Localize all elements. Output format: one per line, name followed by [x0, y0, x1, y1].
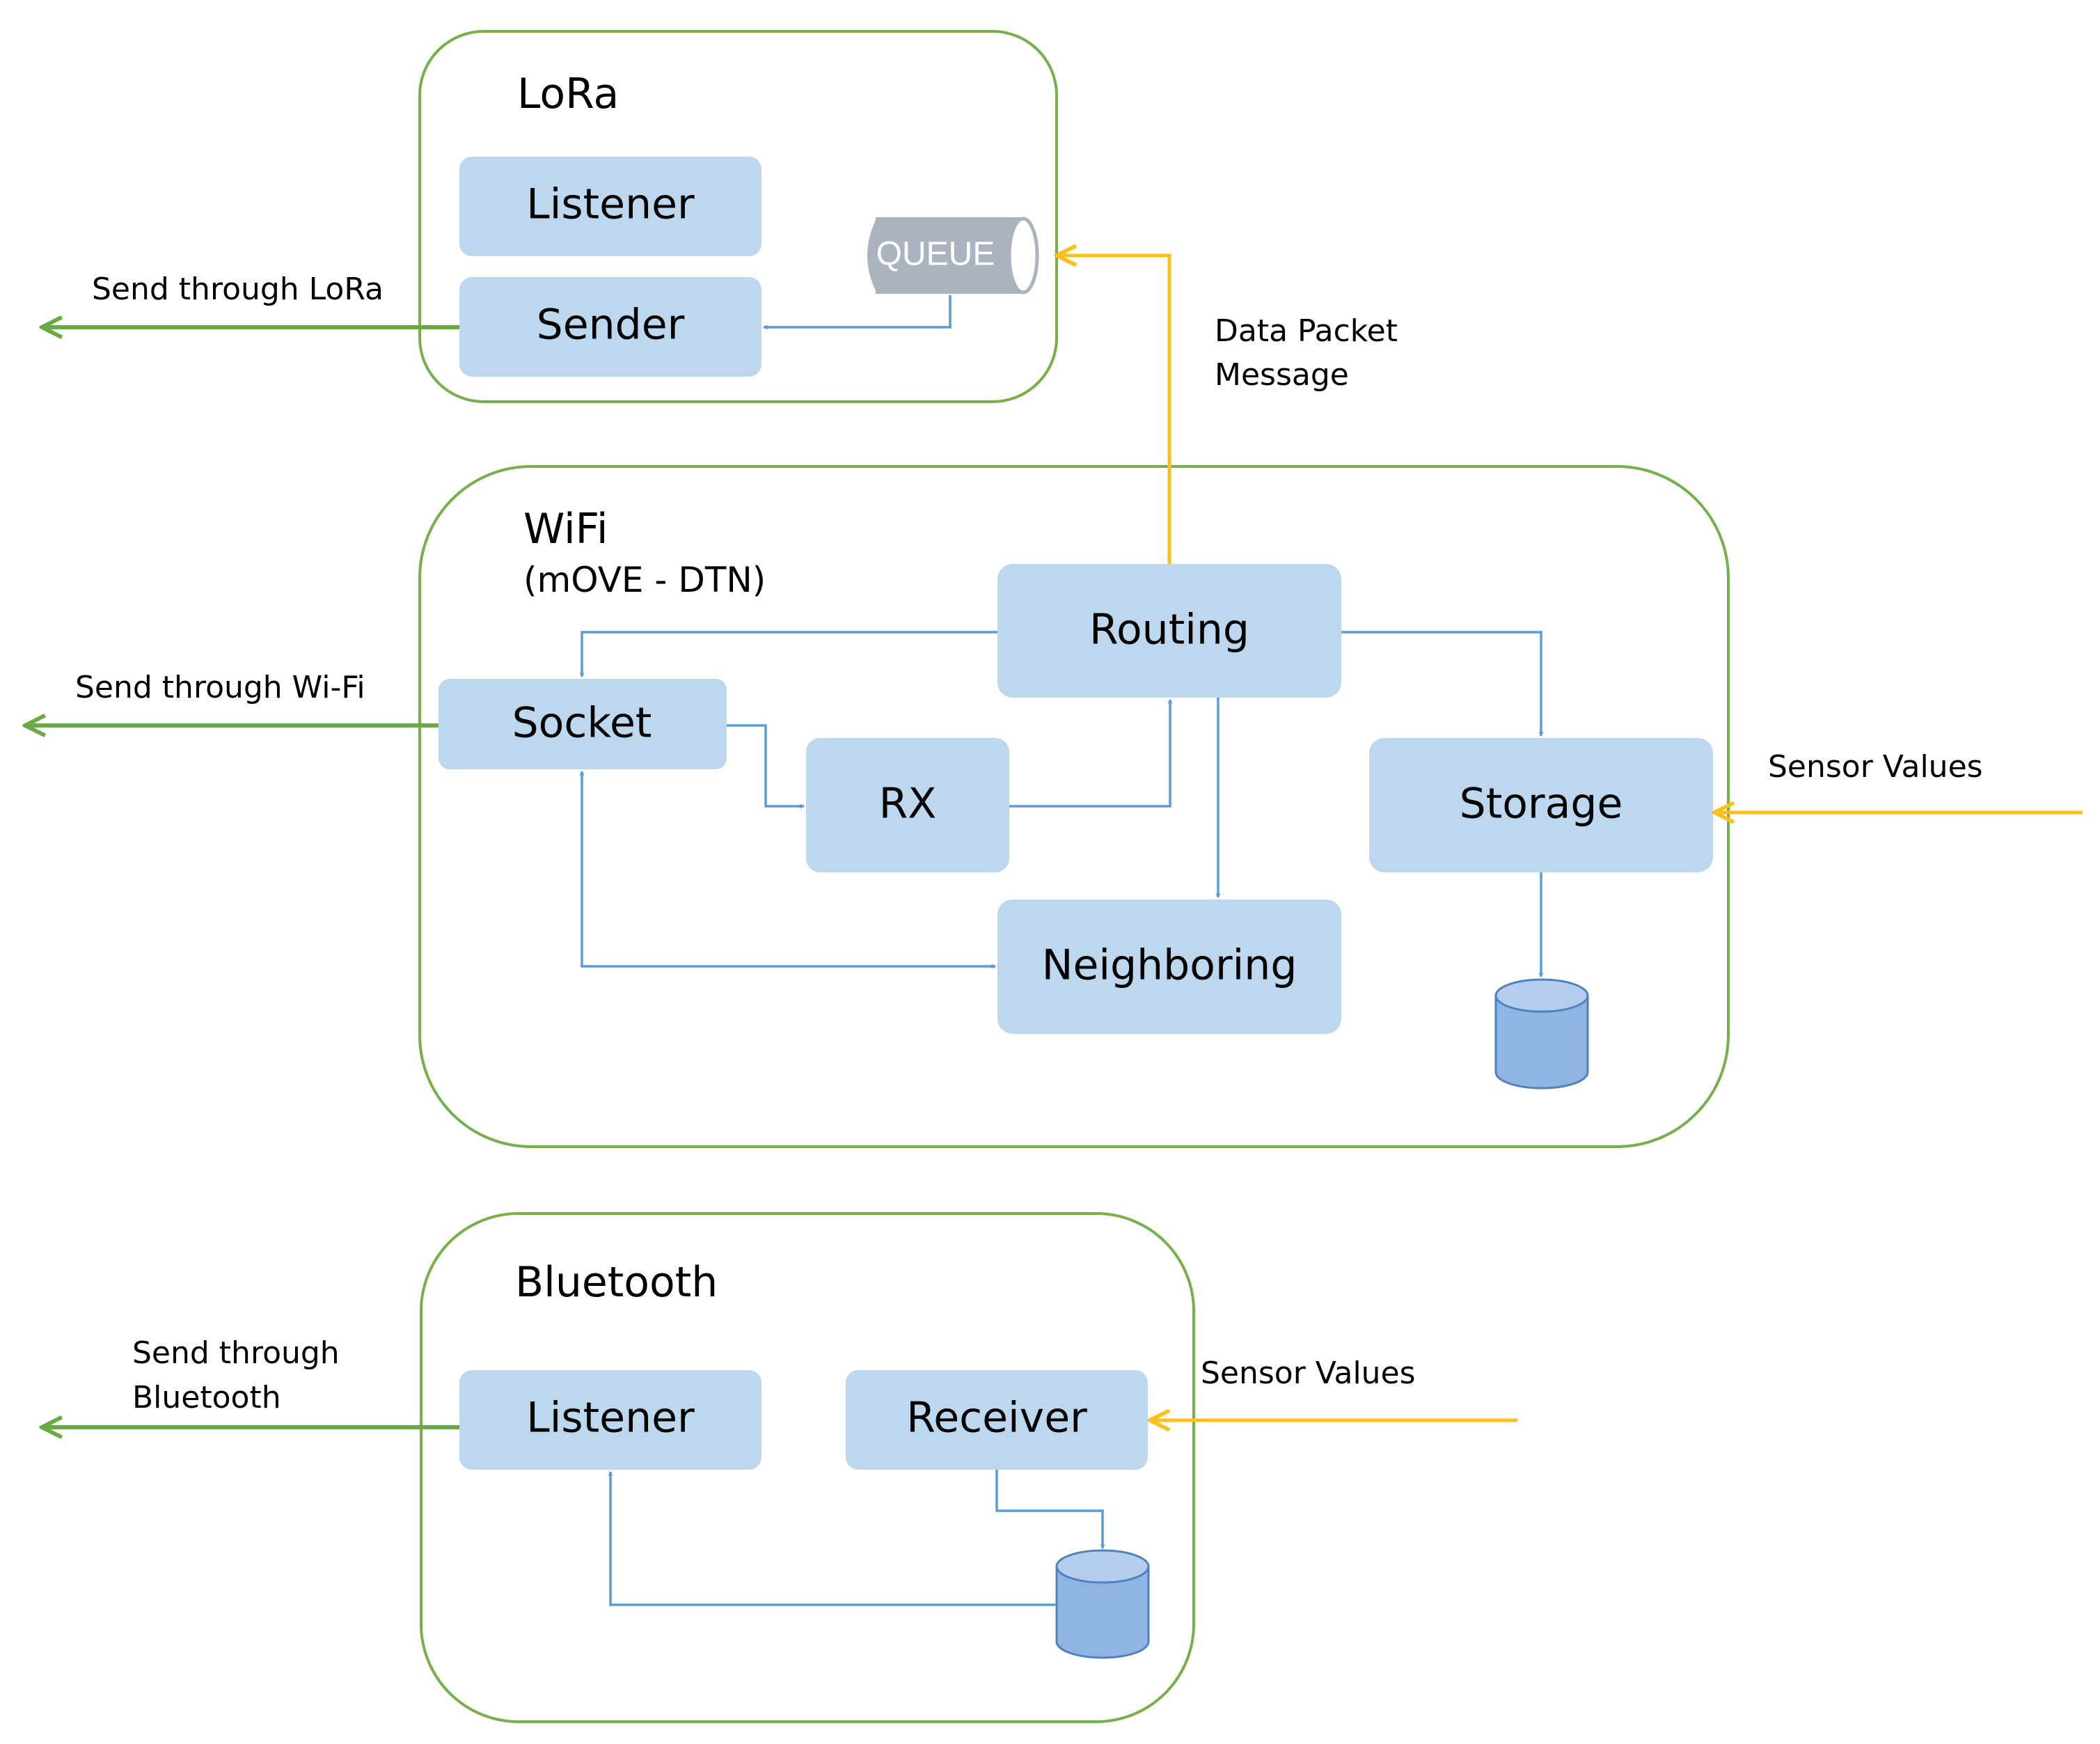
lora-group: LoRa Listener Sender QUEUE: [418, 30, 1058, 403]
queue-to-sender-arrow: [764, 295, 952, 327]
data-packet-label-line1: Data Packet: [1215, 313, 1398, 349]
bluetooth-listener-label: Listener: [526, 1394, 695, 1443]
lora-title: LoRa: [517, 70, 619, 118]
socket-box[interactable]: [439, 679, 727, 769]
receiver-to-database-arrow: [995, 1470, 1103, 1548]
wifi-subtitle: (mOVE - DTN): [523, 560, 766, 600]
database-to-listener-arrow: [610, 1472, 1057, 1606]
lora-listener-label: Listener: [526, 180, 695, 229]
bluetooth-group-box: [420, 1212, 1195, 1723]
routing-label: Routing: [1089, 606, 1249, 654]
routing-box[interactable]: [997, 564, 1341, 698]
routing-to-storage-arrow: [1341, 631, 1541, 736]
wifi-group: WiFi (mOVE - DTN) Routing Socket RX Stor…: [418, 465, 1730, 1148]
lora-sender-label: Sender: [537, 301, 685, 349]
bluetooth-listener-box[interactable]: [459, 1370, 761, 1470]
bluetooth-send-label-line2: Bluetooth: [132, 1380, 281, 1415]
storage-label: Storage: [1460, 780, 1623, 828]
neighboring-box[interactable]: [997, 900, 1341, 1034]
lora-listener-box[interactable]: [459, 157, 761, 256]
rx-to-routing-arrow: [1009, 700, 1170, 808]
database-icon: [1055, 1549, 1150, 1659]
socket-neighboring-arrow: [582, 771, 995, 966]
receiver-box[interactable]: [846, 1370, 1148, 1470]
receiver-label: Receiver: [906, 1394, 1087, 1443]
bluetooth-sensor-label: Sensor Values: [1201, 1356, 1416, 1391]
bluetooth-title: Bluetooth: [515, 1258, 718, 1307]
bluetooth-send-label-line1: Send through: [132, 1335, 340, 1371]
rx-label: RX: [879, 780, 937, 828]
wifi-send-label: Send through Wi-Fi: [75, 670, 365, 705]
database-icon: [1494, 978, 1589, 1090]
socket-label: Socket: [512, 699, 652, 748]
routing-to-queue-arrow: [1057, 256, 1171, 564]
lora-sender-box[interactable]: [459, 277, 761, 377]
lora-send-label: Send through LoRa: [92, 272, 384, 307]
routing-to-socket-arrow: [582, 631, 997, 677]
neighboring-label: Neighboring: [1042, 941, 1297, 990]
wifi-title: WiFi: [523, 505, 608, 553]
data-packet-label-line2: Message: [1215, 357, 1349, 393]
bluetooth-group: Bluetooth Listener Receiver: [420, 1212, 1195, 1723]
queue-cylinder-icon: QUEUE: [867, 217, 1039, 294]
storage-box[interactable]: [1369, 738, 1713, 872]
queue-label: QUEUE: [876, 236, 995, 273]
wifi-sensor-label: Sensor Values: [1768, 749, 1983, 785]
